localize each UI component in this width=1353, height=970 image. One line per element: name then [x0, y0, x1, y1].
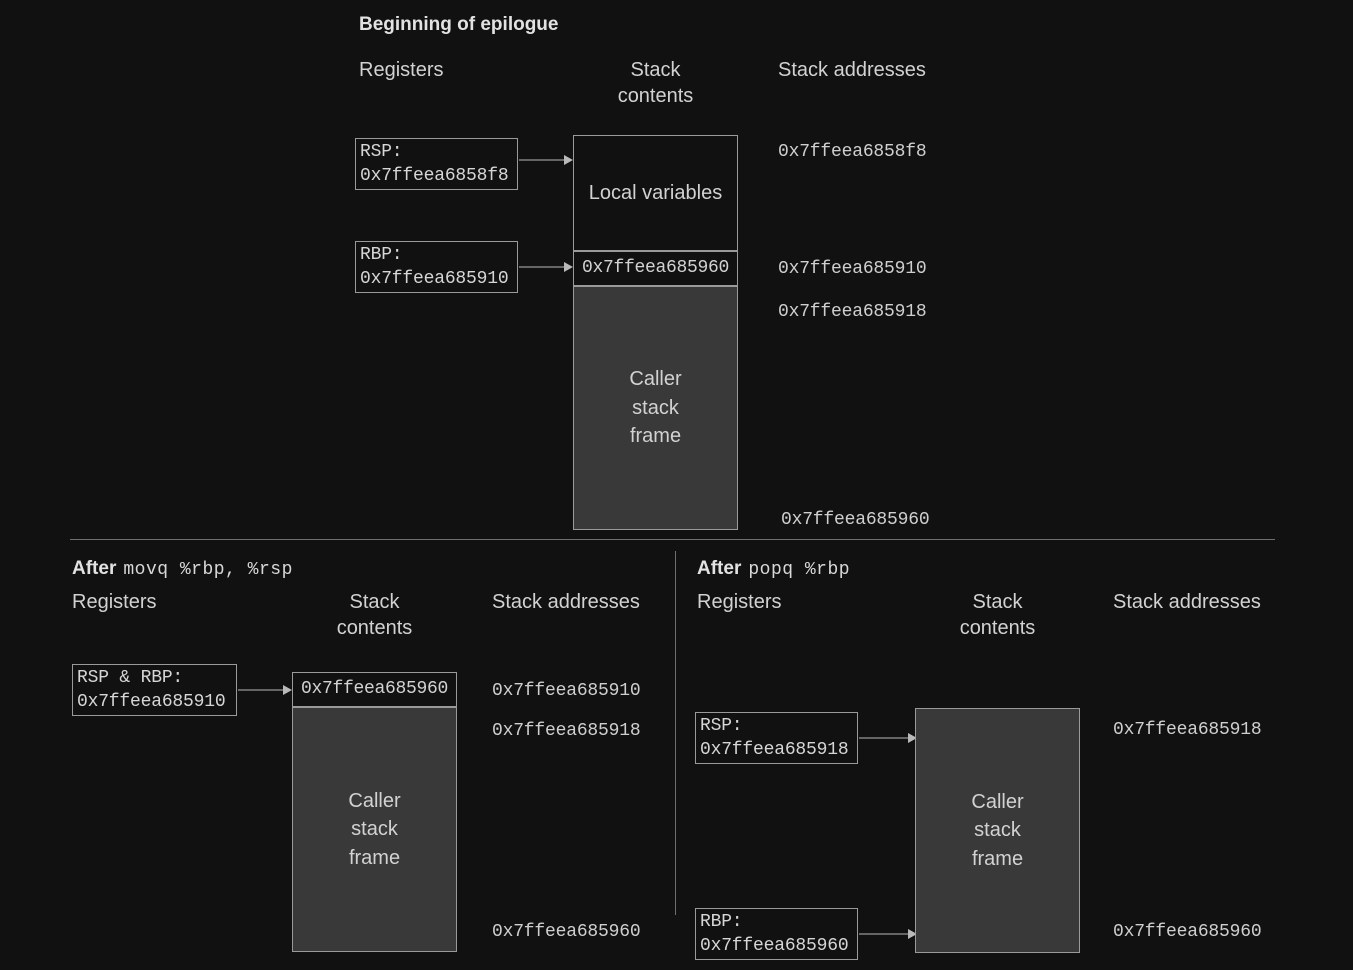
register-box-rbp-br-value: 0x7ffeea685960 [700, 935, 849, 956]
register-box-rsp-top-value: 0x7ffeea6858f8 [360, 165, 509, 186]
register-box-rsp-rbp-bl-value: 0x7ffeea685910 [77, 691, 226, 712]
register-box-rsp-br-value: 0x7ffeea685918 [700, 739, 849, 760]
panel-title-after-popq-word: After [697, 558, 742, 579]
register-box-rsp-br-name: RSP: [700, 716, 743, 736]
stack-cell-saved-rbp-bl-text: 0x7ffeea685960 [300, 678, 449, 699]
arrow-rbp-to-stack-top [519, 261, 573, 273]
stack-address-br-1: 0x7ffeea685960 [1113, 922, 1262, 942]
panel-title-after-popq-instruction: popq %rbp [748, 560, 851, 580]
stack-cell-caller-frame-bl-text: Caller stack frame [348, 789, 401, 869]
column-label-stack-contents-bl: Stack contents [336, 591, 413, 639]
column-label-registers-top: Registers [359, 59, 444, 81]
column-label-stack-addresses-br: Stack addresses [1113, 591, 1261, 613]
horizontal-divider [70, 539, 1275, 540]
stack-address-top-1: 0x7ffeea685910 [778, 259, 927, 279]
register-box-rbp-top-name: RBP: [360, 245, 403, 265]
register-box-rbp-top: RBP: 0x7ffeea685910 [355, 241, 518, 293]
register-box-rsp-br: RSP: 0x7ffeea685918 [695, 712, 858, 764]
register-box-rsp-top: RSP: 0x7ffeea6858f8 [355, 138, 518, 190]
stack-cell-caller-frame-br: Caller stack frame [915, 708, 1080, 953]
register-box-rsp-top-name: RSP: [360, 142, 403, 162]
register-box-rbp-br-name: RBP: [700, 912, 743, 932]
stack-cell-local-variables-top: Local variables [573, 135, 738, 251]
column-label-registers-br: Registers [697, 591, 782, 613]
stack-cell-caller-frame-bl: Caller stack frame [292, 707, 457, 952]
stack-address-top-2: 0x7ffeea685918 [778, 302, 927, 322]
stack-cell-caller-frame-br-text: Caller stack frame [971, 790, 1024, 870]
column-label-registers-bl: Registers [72, 591, 157, 613]
stack-address-bl-2: 0x7ffeea685960 [492, 922, 641, 942]
column-label-stack-addresses-top: Stack addresses [778, 59, 926, 81]
stack-cell-saved-rbp-top: 0x7ffeea685960 [573, 251, 738, 286]
stack-cell-caller-frame-top-text: Caller stack frame [629, 368, 682, 448]
stack-cell-saved-rbp-bl: 0x7ffeea685960 [292, 672, 457, 707]
stack-cell-saved-rbp-top-text: 0x7ffeea685960 [581, 257, 730, 278]
stack-cell-caller-frame-top: Caller stack frame [573, 286, 738, 530]
arrow-rsp-rbp-to-stack-bl [238, 684, 292, 696]
column-label-stack-addresses-bl: Stack addresses [492, 591, 640, 613]
arrow-rbp-to-stack-br [859, 928, 917, 940]
stack-address-bl-1: 0x7ffeea685918 [492, 721, 641, 741]
register-box-rbp-br: RBP: 0x7ffeea685960 [695, 908, 858, 960]
register-box-rbp-top-value: 0x7ffeea685910 [360, 268, 509, 289]
arrow-rsp-to-stack-br [859, 732, 917, 744]
stack-address-top-3: 0x7ffeea685960 [781, 510, 930, 530]
column-label-stack-contents-top: Stack contents [617, 59, 694, 107]
column-label-stack-contents-br: Stack contents [959, 591, 1036, 639]
panel-title-after-movq-instruction: movq %rbp, %rsp [123, 560, 293, 580]
stack-address-bl-0: 0x7ffeea685910 [492, 681, 641, 701]
arrow-rsp-to-stack-top [519, 154, 573, 166]
panel-title-beginning-of-epilogue: Beginning of epilogue [359, 14, 559, 35]
vertical-divider [675, 551, 676, 915]
panel-title-after-movq-word: After [72, 558, 117, 579]
stack-address-br-0: 0x7ffeea685918 [1113, 720, 1262, 740]
register-box-rsp-rbp-bl-name: RSP & RBP: [77, 668, 184, 688]
panel-title-after-movq: After movq %rbp, %rsp [72, 558, 293, 580]
stack-address-top-0: 0x7ffeea6858f8 [778, 142, 927, 162]
panel-title-after-popq: After popq %rbp [697, 558, 850, 580]
register-box-rsp-rbp-bl: RSP & RBP: 0x7ffeea685910 [72, 664, 237, 716]
stack-cell-local-variables-top-text: Local variables [588, 181, 723, 204]
